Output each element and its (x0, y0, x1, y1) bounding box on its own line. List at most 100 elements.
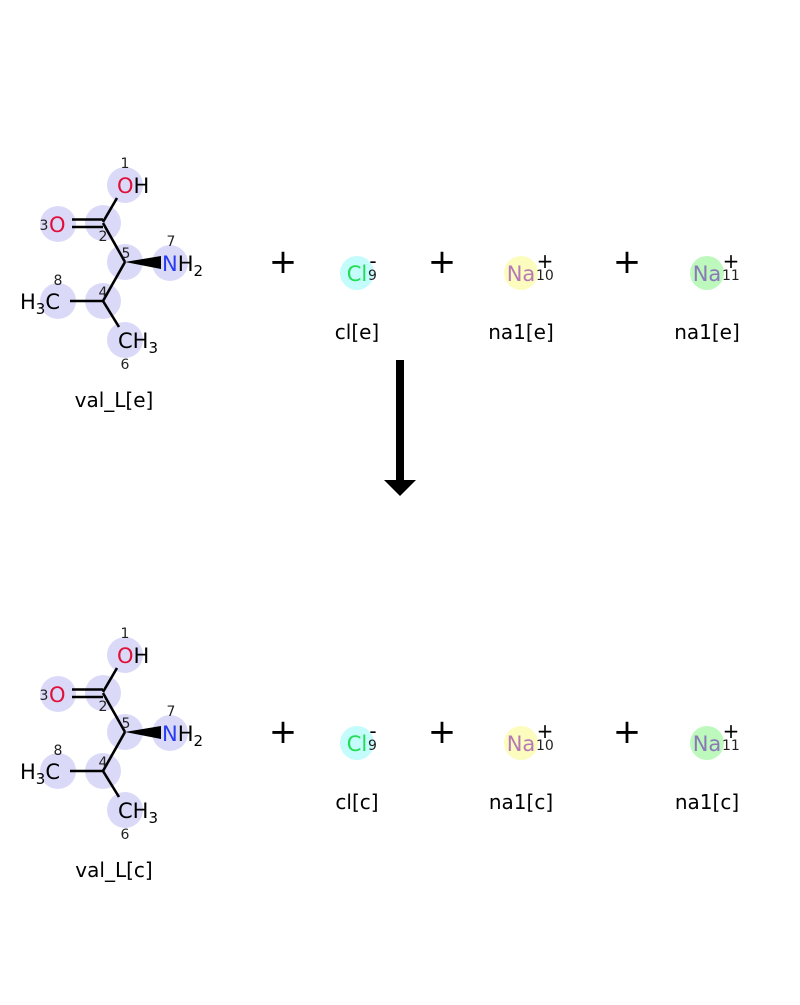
ion-cl-9-product: Cl-9 cl[c] (335, 719, 378, 814)
atom-index: 2 (99, 699, 108, 715)
atom-index: 3 (40, 218, 49, 234)
bond (101, 667, 119, 693)
atom-label-part: C (45, 760, 60, 784)
ion-charge: + (723, 249, 740, 273)
plus-sign: + (613, 242, 642, 282)
atom-index: 1 (121, 156, 130, 172)
species-label: na1[c] (675, 790, 739, 814)
atom-label-part: 3 (36, 770, 46, 788)
atom-highlight (40, 206, 76, 242)
atom-highlight (107, 322, 143, 358)
atom-highlight (504, 256, 538, 290)
atom-label: OH (117, 644, 149, 668)
atom-index: 4 (99, 285, 108, 301)
ion-charge: - (369, 719, 376, 743)
ion-charge: + (537, 249, 554, 273)
atom-label-part: 2 (194, 732, 204, 750)
atom-label: CH3 (118, 329, 158, 357)
ion-symbol: Cl (347, 732, 368, 756)
atom-label-part: O (117, 174, 134, 198)
atom-label: H3C (20, 290, 60, 318)
ion-charge: + (723, 719, 740, 743)
atom-label-part: O (117, 644, 134, 668)
atom-index: 11 (722, 738, 740, 754)
bond (101, 731, 127, 772)
species-label: val_L[e] (75, 388, 154, 412)
ion-na-11-reactant: Na+11 na1[e] (674, 249, 740, 344)
bond (101, 197, 119, 223)
atom-label-part: N (162, 722, 178, 746)
bond (101, 222, 127, 263)
atom-index: 8 (54, 743, 63, 759)
species-label: cl[c] (335, 790, 378, 814)
atom-index: 7 (167, 234, 176, 250)
atom-label-part: 3 (148, 809, 158, 827)
atom-label-part: 2 (194, 262, 204, 280)
atom-highlight (340, 726, 374, 760)
reaction-arrow-head (384, 480, 416, 496)
atom-highlight (504, 726, 538, 760)
bond (101, 261, 127, 302)
plus-sign: + (269, 242, 298, 282)
atom-index: 9 (368, 738, 377, 754)
ion-charge: + (537, 719, 554, 743)
ion-charge: - (369, 249, 376, 273)
atom-index: 11 (722, 268, 740, 284)
ion-na-11-product: Na+11 na1[c] (675, 719, 740, 814)
plus-sign: + (428, 712, 457, 752)
atom-highlight (107, 637, 143, 673)
atom-highlight (152, 245, 188, 281)
species-label: na1[e] (674, 320, 740, 344)
atom-index: 7 (167, 704, 176, 720)
atom-label: H3C (20, 760, 60, 788)
atom-highlight (107, 792, 143, 828)
reaction-arrow-shaft (396, 360, 404, 482)
ion-symbol: Na (693, 262, 722, 286)
atom-highlight (107, 167, 143, 203)
ion-symbol: Cl (347, 262, 368, 286)
atom-index: 5 (122, 246, 131, 262)
atom-label: O (49, 213, 66, 237)
ion-symbol: Na (693, 732, 722, 756)
atom-label: NH2 (162, 252, 203, 280)
ion-symbol: Na (507, 732, 536, 756)
atom-label-part: N (162, 252, 178, 276)
atom-label: CH3 (118, 799, 158, 827)
bond (101, 300, 121, 328)
species-label: na1[e] (488, 320, 554, 344)
ion-na-10-product: Na+10 na1[c] (489, 719, 554, 814)
atom-index: 10 (536, 738, 554, 754)
plus-sign: + (269, 712, 298, 752)
atom-label-part: 3 (36, 300, 46, 318)
atom-label-part: CH (118, 329, 148, 353)
bond (101, 770, 121, 798)
wedge-bond (125, 256, 161, 269)
atom-label-part: H (20, 290, 36, 314)
atom-label-part: 3 (148, 339, 158, 357)
atom-index: 3 (40, 688, 49, 704)
species-label: val_L[c] (75, 858, 152, 882)
ion-cl-9-reactant: Cl-9cl[e] (335, 249, 379, 344)
atom-index: 5 (122, 716, 131, 732)
atom-index: 6 (121, 827, 130, 843)
atom-label-part: H (178, 252, 194, 276)
atom-label-part: H (20, 760, 36, 784)
species-label: na1[c] (489, 790, 553, 814)
plus-sign: + (428, 242, 457, 282)
atom-label-part: H (178, 722, 194, 746)
atom-label-part: O (49, 683, 66, 707)
bond (101, 692, 127, 733)
atom-highlight (152, 715, 188, 751)
atom-index: 10 (536, 268, 554, 284)
wedge-bond (125, 726, 161, 739)
plus-sign: + (613, 712, 642, 752)
atom-label-part: CH (118, 799, 148, 823)
atom-index: 6 (121, 357, 130, 373)
atom-label-part: O (49, 213, 66, 237)
atom-label-part: H (134, 644, 150, 668)
atom-highlight (40, 676, 76, 712)
